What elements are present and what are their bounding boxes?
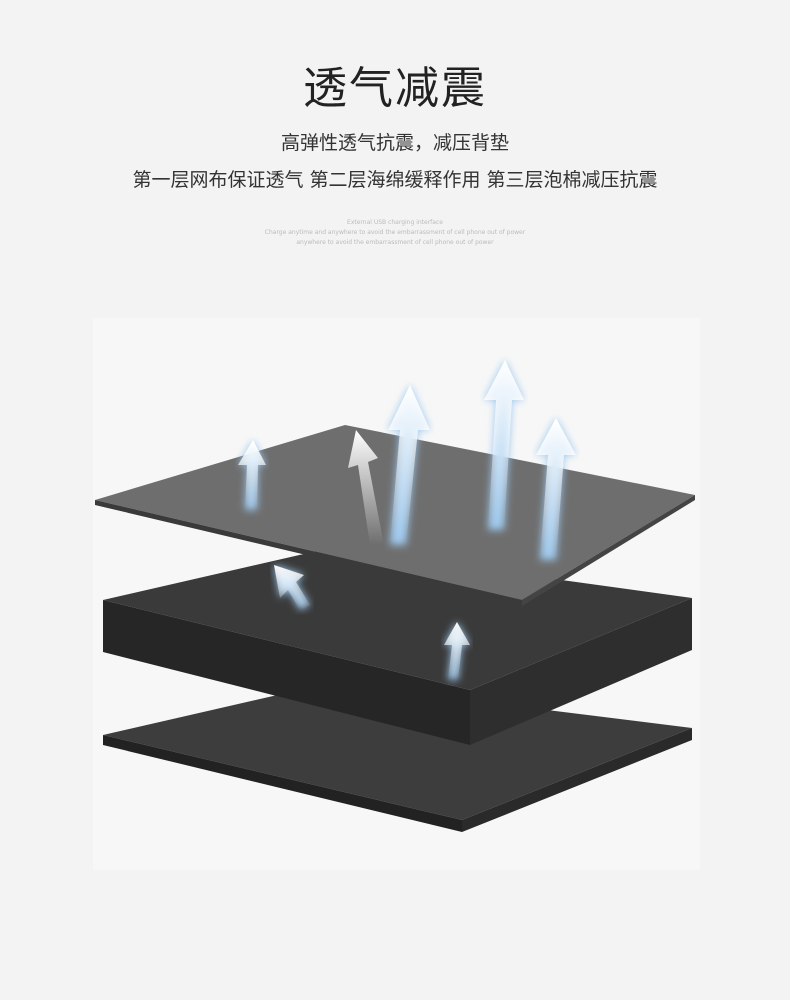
fine-print-2: Charge anytime and anywhere to avoid the… [264,229,526,236]
fine-print-1: External USB charging interface [347,219,443,226]
airflow-arrows-icon [238,360,576,680]
layer-illustration [93,318,700,870]
fine-print-3: anywhere to avoid the embarrassment of c… [296,239,494,246]
bottom-foam-layer [103,683,692,832]
subtitle-2: 第一层网布保证透气 第二层海绵缓释作用 第三层泡棉减压抗震 [132,169,658,191]
subtitle-1: 高弹性透气抗震，减压背垫 [280,132,509,154]
page-title: 透气减震 [303,63,487,114]
